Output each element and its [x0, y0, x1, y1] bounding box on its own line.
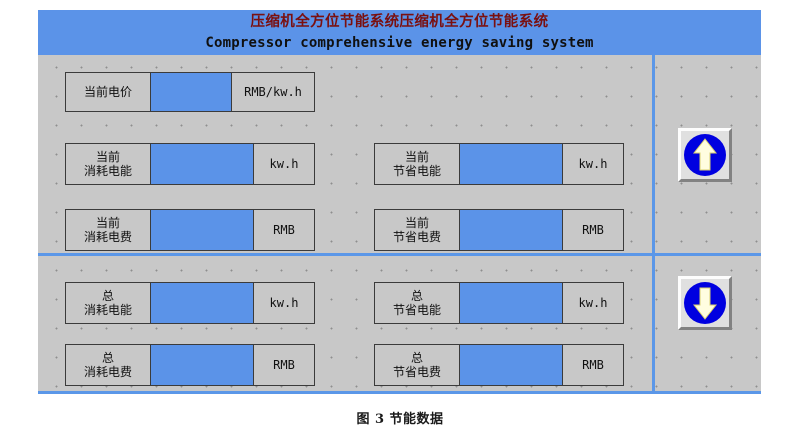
label-line-1: 当前: [404, 150, 429, 164]
field-unit-total-saved-cost: RMB: [563, 345, 623, 385]
field-unit-total-energy: kw.h: [254, 283, 314, 323]
label-line-2: 节省电费: [392, 365, 441, 379]
field-unit-current-price: RMB/kw.h: [232, 73, 314, 111]
label-line-1: 当前电价: [83, 85, 132, 99]
field-label-total-saved-energy: 总 节省电能: [375, 283, 460, 323]
section-divider-vertical: [652, 55, 655, 394]
panel-title-bar: 压缩机全方位节能系统压缩机全方位节能系统 Compressor comprehe…: [38, 10, 761, 55]
field-row-total-cost: 总 消耗电费 RMB: [65, 344, 315, 386]
field-input-current-price[interactable]: [151, 73, 232, 111]
field-input-total-saved-cost[interactable]: [460, 345, 563, 385]
field-row-current-price: 当前电价 RMB/kw.h: [65, 72, 315, 112]
page-down-button[interactable]: [678, 276, 732, 330]
field-label-current-cost: 当前 消耗电费: [66, 210, 151, 250]
field-row-total-saved-cost: 总 节省电费 RMB: [374, 344, 624, 386]
label-line-2: 消耗电费: [83, 230, 132, 244]
field-input-current-energy[interactable]: [151, 144, 254, 184]
label-line-2: 节省电能: [392, 303, 441, 317]
arrow-down-icon: [683, 281, 727, 325]
label-line-2: 消耗电能: [83, 164, 132, 178]
field-unit-total-saved-energy: kw.h: [563, 283, 623, 323]
label-line-1: 总: [410, 351, 423, 365]
field-unit-total-cost: RMB: [254, 345, 314, 385]
section-divider-horizontal: [38, 253, 761, 256]
field-input-total-saved-energy[interactable]: [460, 283, 563, 323]
field-label-total-cost: 总 消耗电费: [66, 345, 151, 385]
label-line-2: 消耗电费: [83, 365, 132, 379]
field-unit-saved-energy: kw.h: [563, 144, 623, 184]
label-line-1: 当前: [95, 150, 120, 164]
field-label-saved-cost: 当前 节省电费: [375, 210, 460, 250]
field-unit-current-energy: kw.h: [254, 144, 314, 184]
field-label-total-saved-cost: 总 节省电费: [375, 345, 460, 385]
page-up-button[interactable]: [678, 128, 732, 182]
field-input-saved-energy[interactable]: [460, 144, 563, 184]
hmi-panel: 压缩机全方位节能系统压缩机全方位节能系统 Compressor comprehe…: [38, 10, 761, 394]
field-row-current-cost: 当前 消耗电费 RMB: [65, 209, 315, 251]
label-line-1: 当前: [404, 216, 429, 230]
figure-caption: 图 3 节能数据: [356, 412, 444, 427]
field-row-current-energy: 当前 消耗电能 kw.h: [65, 143, 315, 185]
label-line-2: 节省电能: [392, 164, 441, 178]
arrow-up-icon: [683, 133, 727, 177]
field-unit-saved-cost: RMB: [563, 210, 623, 250]
label-line-1: 总: [101, 351, 114, 365]
field-input-saved-cost[interactable]: [460, 210, 563, 250]
field-row-saved-cost: 当前 节省电费 RMB: [374, 209, 624, 251]
label-line-1: 总: [410, 289, 423, 303]
field-unit-current-cost: RMB: [254, 210, 314, 250]
page-title-cn: 压缩机全方位节能系统压缩机全方位节能系统: [250, 14, 549, 30]
field-label-total-energy: 总 消耗电能: [66, 283, 151, 323]
label-line-2: 节省电费: [392, 230, 441, 244]
field-row-total-saved-energy: 总 节省电能 kw.h: [374, 282, 624, 324]
field-label-current-price: 当前电价: [66, 73, 151, 111]
label-line-1: 当前: [95, 216, 120, 230]
field-label-saved-energy: 当前 节省电能: [375, 144, 460, 184]
field-input-total-energy[interactable]: [151, 283, 254, 323]
label-line-2: 消耗电能: [83, 303, 132, 317]
field-label-current-energy: 当前 消耗电能: [66, 144, 151, 184]
field-row-saved-energy: 当前 节省电能 kw.h: [374, 143, 624, 185]
field-input-current-cost[interactable]: [151, 210, 254, 250]
page-title-en: Compressor comprehensive energy saving s…: [205, 35, 594, 51]
label-line-1: 总: [101, 289, 114, 303]
field-row-total-energy: 总 消耗电能 kw.h: [65, 282, 315, 324]
field-input-total-cost[interactable]: [151, 345, 254, 385]
